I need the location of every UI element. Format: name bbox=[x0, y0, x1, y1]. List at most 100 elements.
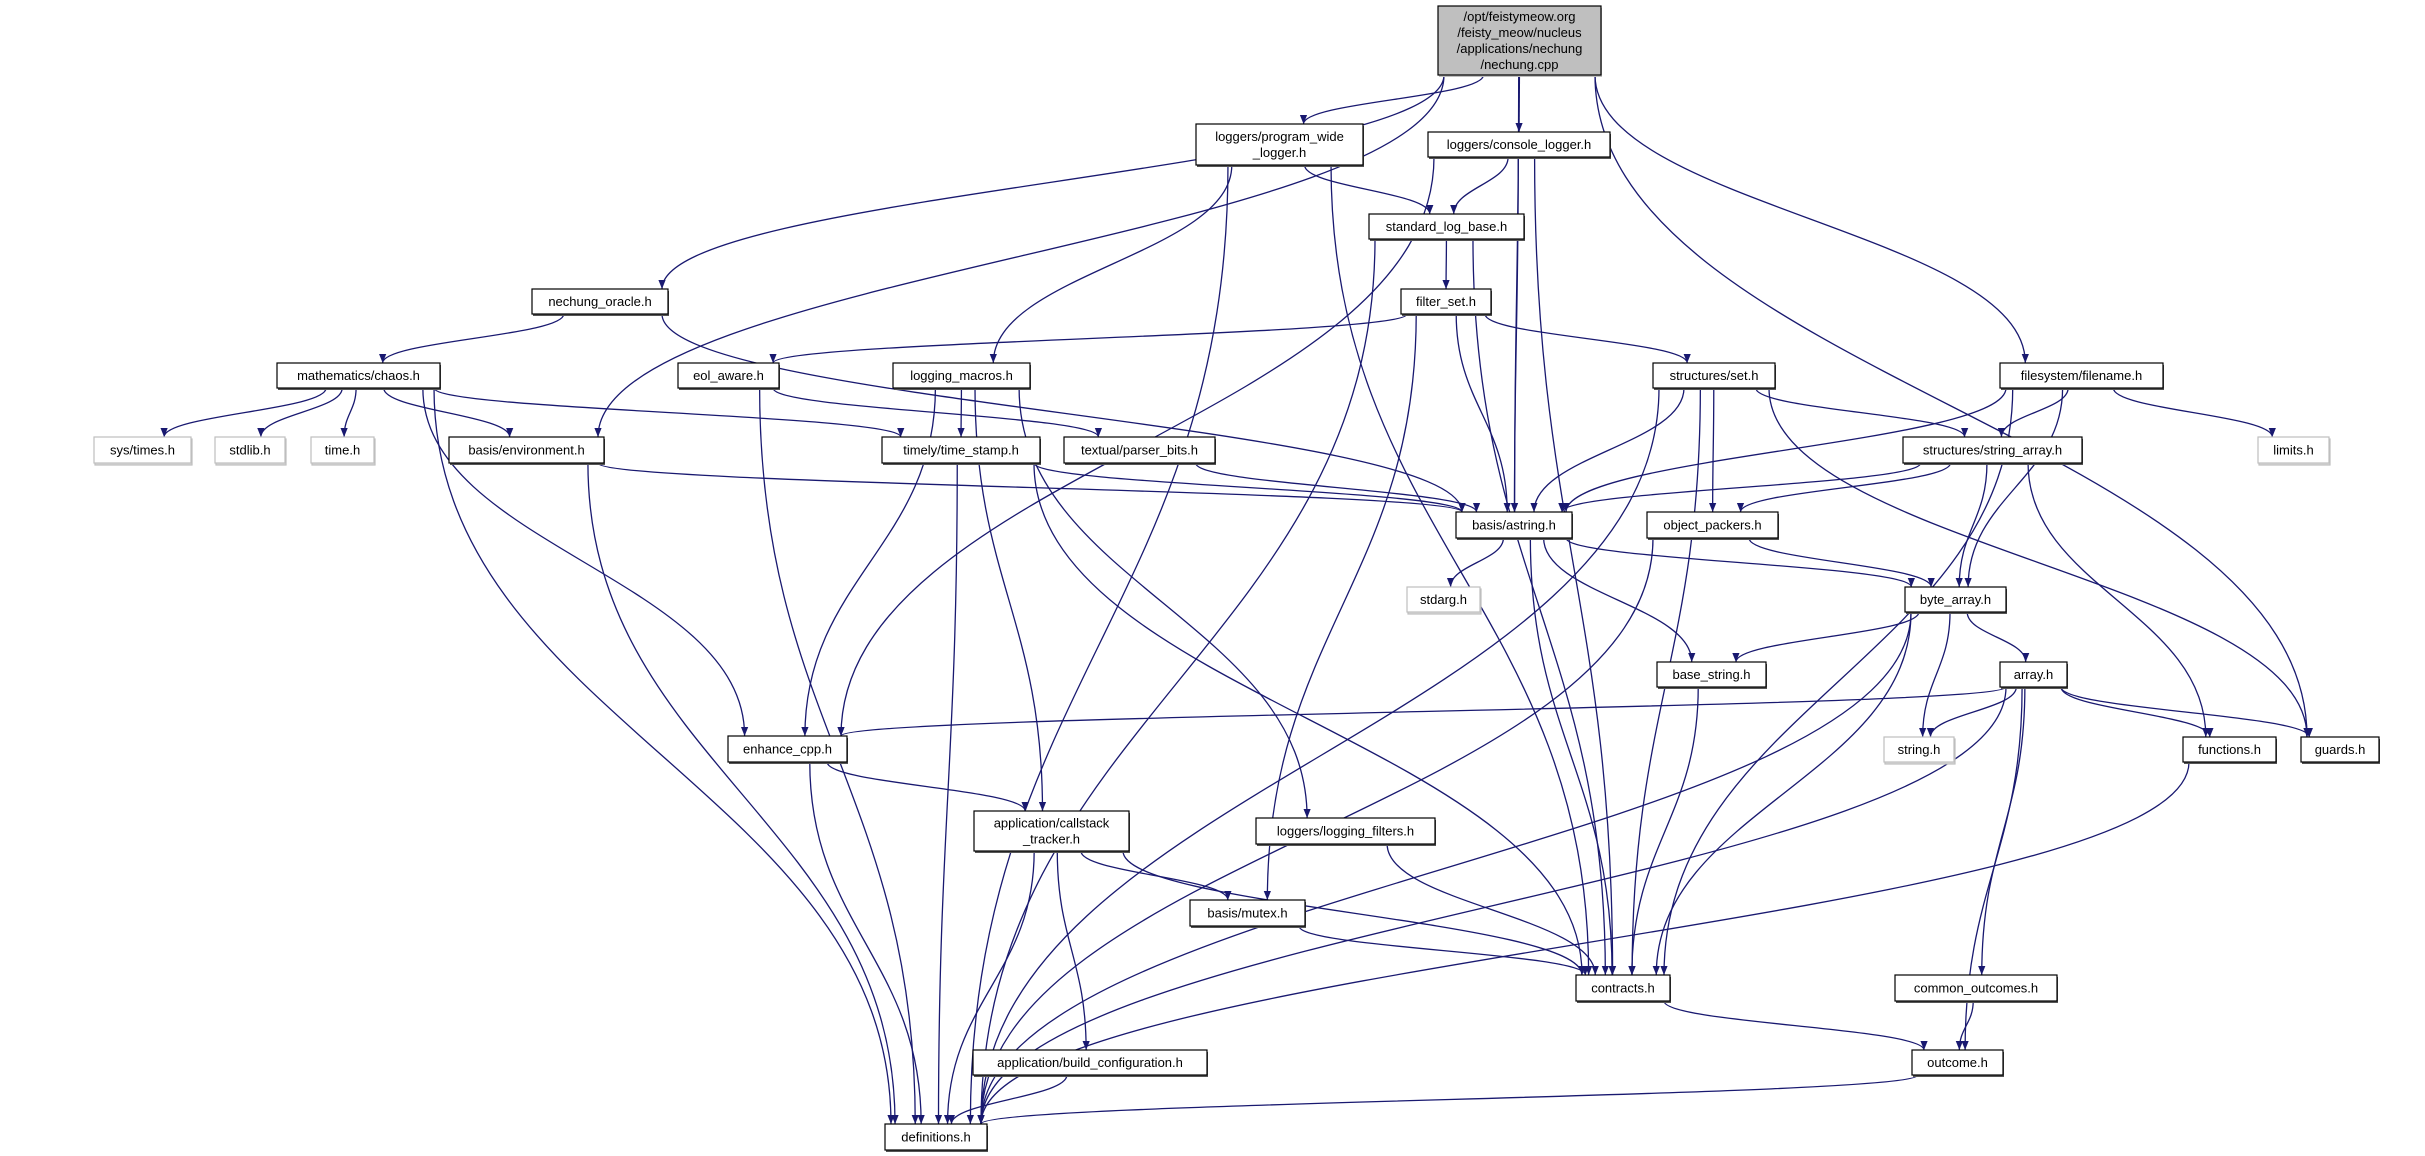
edge-object_packers-to-byte_array bbox=[1748, 537, 1935, 588]
node-label: time.h bbox=[325, 443, 360, 458]
node-byte-array[interactable]: byte_array.h bbox=[1904, 586, 2007, 614]
node-label: /feisty_meow/nucleus bbox=[1457, 25, 1582, 40]
node-box[interactable] bbox=[1902, 436, 2083, 464]
node-logging-filters[interactable]: loggers/logging_filters.h bbox=[1255, 817, 1436, 846]
node-box[interactable] bbox=[1646, 511, 1779, 539]
edge-set-to-object_packers bbox=[1709, 387, 1717, 513]
node-program-wide-logger[interactable]: loggers/program_wide_logger.h bbox=[1195, 123, 1364, 167]
node-box[interactable] bbox=[1189, 899, 1306, 927]
edge-console_logger-to-contracts bbox=[1533, 156, 1617, 976]
node-guards[interactable]: guards.h bbox=[2300, 736, 2380, 764]
node-label: textual/parser_bits.h bbox=[1081, 443, 1198, 458]
edge-program_wide_logger-to-logging_macros bbox=[989, 164, 1233, 364]
node-box[interactable] bbox=[1894, 974, 2058, 1002]
edge-filename-to-byte_array bbox=[1964, 387, 2064, 588]
node-parser-bits[interactable]: textual/parser_bits.h bbox=[1063, 436, 1216, 465]
node-box[interactable] bbox=[881, 436, 1041, 464]
node-box[interactable] bbox=[1455, 511, 1573, 539]
edge-callstack_tracker-to-build_configuration bbox=[1056, 850, 1090, 1051]
node-callstack-tracker[interactable]: application/callstack_tracker.h bbox=[973, 810, 1130, 853]
node-box[interactable] bbox=[727, 735, 848, 763]
edge-set-to-definitions bbox=[977, 387, 1660, 1125]
node-filter-set[interactable]: filter_set.h bbox=[1400, 288, 1492, 316]
node-sys-times: sys/times.h bbox=[93, 436, 193, 466]
node-logging-macros[interactable]: logging_macros.h bbox=[892, 362, 1031, 390]
node-box[interactable] bbox=[1999, 362, 2164, 389]
node-label: /nechung.cpp bbox=[1480, 57, 1558, 72]
node-object-packers[interactable]: object_packers.h bbox=[1646, 511, 1779, 540]
node-filename[interactable]: filesystem/filename.h bbox=[1999, 362, 2164, 390]
node-box[interactable] bbox=[276, 362, 441, 389]
node-astring[interactable]: basis/astring.h bbox=[1455, 511, 1573, 540]
node-box[interactable] bbox=[677, 362, 780, 389]
node-chaos[interactable]: mathematics/chaos.h bbox=[276, 362, 441, 390]
node-box[interactable] bbox=[1368, 213, 1525, 240]
node-box[interactable] bbox=[1063, 436, 1216, 464]
node-label: filesystem/filename.h bbox=[2021, 368, 2142, 383]
node-string-array[interactable]: structures/string_array.h bbox=[1902, 436, 2083, 465]
node-common-outcomes[interactable]: common_outcomes.h bbox=[1894, 974, 2058, 1003]
node-box[interactable] bbox=[1400, 288, 1492, 315]
node-nechung-oracle[interactable]: nechung_oracle.h bbox=[531, 288, 669, 316]
node-base-string[interactable]: base_string.h bbox=[1656, 661, 1767, 689]
node-box bbox=[310, 436, 375, 464]
edge-outcome-to-definitions bbox=[977, 1074, 1919, 1125]
node-box[interactable] bbox=[1255, 817, 1436, 845]
node-label: stdlib.h bbox=[229, 443, 270, 458]
edge-set-to-astring bbox=[1530, 387, 1685, 513]
node-box[interactable] bbox=[1656, 661, 1767, 688]
node-box[interactable] bbox=[448, 436, 605, 464]
node-outcome[interactable]: outcome.h bbox=[1911, 1049, 2004, 1077]
node-box[interactable] bbox=[884, 1123, 988, 1151]
edge-standard_log_base-to-contracts bbox=[1472, 238, 1609, 976]
node-box[interactable] bbox=[1427, 131, 1611, 158]
edge-callstack_tracker-to-contracts bbox=[1122, 850, 1586, 976]
node-label: guards.h bbox=[2315, 742, 2366, 757]
node-contracts[interactable]: contracts.h bbox=[1575, 974, 1671, 1003]
node-label: functions.h bbox=[2198, 742, 2261, 757]
node-array[interactable]: array.h bbox=[1999, 661, 2068, 689]
node-standard-log-base[interactable]: standard_log_base.h bbox=[1368, 213, 1525, 241]
node-environment[interactable]: basis/environment.h bbox=[448, 436, 605, 465]
node-box[interactable] bbox=[892, 362, 1031, 389]
node-enhance-cpp[interactable]: enhance_cpp.h bbox=[727, 735, 848, 764]
edge-environment-to-definitions bbox=[587, 462, 899, 1125]
edge-build_configuration-to-definitions bbox=[947, 1074, 1068, 1125]
node-eol-aware[interactable]: eol_aware.h bbox=[677, 362, 780, 390]
edge-console_logger-to-astring bbox=[1510, 156, 1519, 513]
node-box[interactable] bbox=[1999, 661, 2068, 688]
edge-byte_array-to-contracts bbox=[1652, 611, 1912, 976]
node-box[interactable] bbox=[2300, 736, 2380, 763]
edge-program_wide_logger-to-definitions bbox=[966, 164, 1229, 1125]
node-mutex[interactable]: basis/mutex.h bbox=[1189, 899, 1306, 928]
node-build-configuration[interactable]: application/build_configuration.h bbox=[972, 1049, 1208, 1077]
node-label: byte_array.h bbox=[1920, 592, 1991, 607]
node-box[interactable] bbox=[1904, 586, 2007, 613]
node-box[interactable] bbox=[973, 810, 1130, 852]
node-functions[interactable]: functions.h bbox=[2182, 736, 2277, 764]
node-box[interactable] bbox=[2182, 736, 2277, 763]
edge-astring-to-stdarg bbox=[1446, 537, 1505, 588]
edge-chaos-to-environment bbox=[383, 387, 514, 438]
node-label: basis/environment.h bbox=[468, 443, 584, 458]
node-box[interactable] bbox=[972, 1049, 1208, 1076]
node-box[interactable] bbox=[1911, 1049, 2004, 1076]
node-definitions[interactable]: definitions.h bbox=[884, 1123, 988, 1152]
edge-filename-to-astring bbox=[1562, 387, 2007, 513]
edge-array-to-enhance_cpp bbox=[837, 686, 2007, 737]
edge-byte_array-to-string_h bbox=[1919, 611, 1951, 738]
node-label: /opt/feistymeow.org bbox=[1464, 9, 1576, 24]
node-console-logger[interactable]: loggers/console_logger.h bbox=[1427, 131, 1611, 159]
node-box[interactable] bbox=[531, 288, 669, 315]
node-time-stamp[interactable]: timely/time_stamp.h bbox=[881, 436, 1041, 465]
node-box[interactable] bbox=[1652, 362, 1776, 389]
edge-astring-to-contracts bbox=[1529, 537, 1616, 976]
node-box[interactable] bbox=[1195, 123, 1364, 166]
node-label: timely/time_stamp.h bbox=[903, 443, 1019, 458]
node-box[interactable] bbox=[1575, 974, 1671, 1002]
node-set[interactable]: structures/set.h bbox=[1652, 362, 1776, 390]
node-label: limits.h bbox=[2273, 443, 2313, 458]
edge-main-to-environment bbox=[594, 74, 1445, 438]
node-label: mathematics/chaos.h bbox=[297, 368, 420, 383]
edge-program_wide_logger-to-contracts bbox=[1330, 164, 1593, 976]
